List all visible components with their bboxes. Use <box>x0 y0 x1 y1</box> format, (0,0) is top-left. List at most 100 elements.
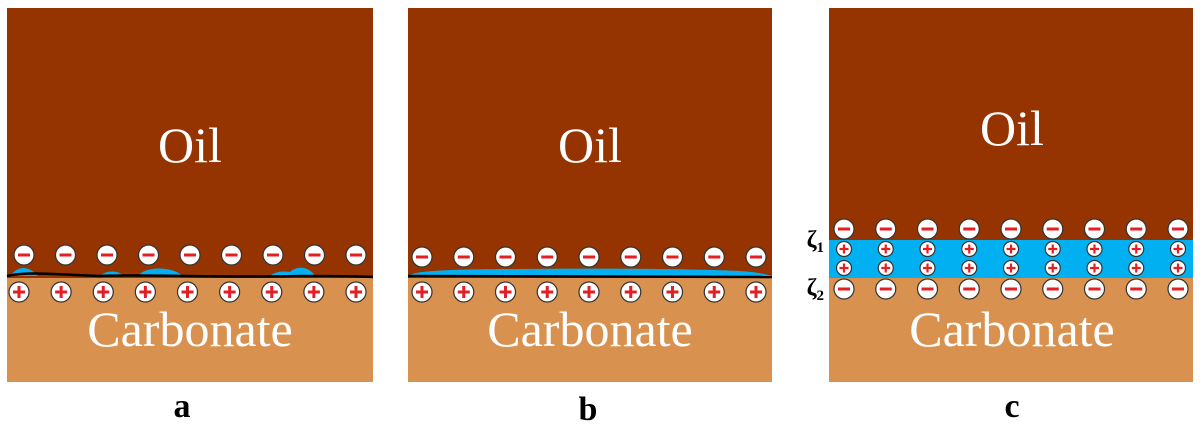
phase-label-carbonate-b: Carbonate <box>487 301 692 357</box>
oil-charges-a-symbol <box>303 244 326 266</box>
oil-charges-a-symbol <box>262 244 284 266</box>
film-charges-lower-c-symbol <box>877 259 894 277</box>
film-charges-lower-c-symbol <box>1002 259 1020 277</box>
carbonate-charges-b-symbol <box>578 281 600 303</box>
oil-charges-a-symbol <box>220 244 243 266</box>
film-charges-lower-c <box>835 259 1187 277</box>
oil-charges-c-symbol <box>916 218 939 240</box>
carbonate-charges-a-symbol <box>176 281 199 303</box>
oil-charges-a-symbol <box>179 244 201 266</box>
panel-b: Oil Carbonate b <box>407 8 773 427</box>
film-charges-upper-c-symbol <box>961 240 978 258</box>
carbonate-charges-b-symbol <box>453 281 475 303</box>
water-droplets-a <box>10 267 315 276</box>
oil-charges-b-symbol <box>411 246 433 268</box>
film-charges-upper-c-symbol <box>919 240 936 258</box>
panel-label-c: c <box>1004 388 1019 425</box>
carbonate-charges-c-symbol <box>958 278 980 300</box>
oil-charges-a-symbol <box>137 244 160 266</box>
carbonate-charges-a-symbol <box>8 281 30 303</box>
film-charges-lower-c-symbol <box>1086 259 1103 277</box>
oil-charges-b-symbol <box>703 246 725 268</box>
carbonate-charges-c-symbol <box>1042 278 1064 300</box>
oil-charges-a-symbol <box>96 244 118 266</box>
oil-charges-c-symbol <box>1000 218 1022 240</box>
oil-charges-b-symbol <box>745 246 767 268</box>
carbonate-charges-c-symbol <box>875 278 897 300</box>
carbonate-charges-b <box>411 281 767 303</box>
oil-charges-c-symbol <box>833 218 855 240</box>
oil-charges-b-symbol <box>494 246 517 268</box>
film-charges-lower-c-symbol <box>1044 259 1061 277</box>
carbonate-charges-a <box>8 281 367 303</box>
carbonate-charges-a-symbol <box>219 281 241 303</box>
oil-charges-c <box>833 218 1189 240</box>
carbonate-charges-a-symbol <box>303 281 325 303</box>
carbonate-charges-c-symbol <box>916 278 939 300</box>
phase-label-oil-c: Oil <box>980 100 1044 156</box>
oil-charges-c-symbol <box>1167 218 1189 240</box>
oil-region-b <box>408 8 772 278</box>
film-charges-upper-c-symbol <box>877 240 894 258</box>
carbonate-charges-c-symbol <box>1083 278 1106 300</box>
oil-charges-c-symbol <box>1042 218 1064 240</box>
zeta-label-1: ζ1 <box>807 227 824 256</box>
phase-label-oil-a: Oil <box>158 117 222 173</box>
carbonate-charges-c-symbol <box>1000 278 1022 300</box>
carbonate-charges-a-symbol <box>50 281 72 303</box>
film-charges-lower-c-symbol <box>835 259 853 277</box>
oil-charges-b <box>411 246 767 268</box>
film-charges-upper-c-symbol <box>1044 240 1061 258</box>
panel-label-b: b <box>579 391 598 427</box>
oil-charges-b-symbol <box>620 246 642 268</box>
carbonate-charges-b-symbol <box>661 281 684 303</box>
carbonate-charges-c-symbol <box>1125 278 1147 300</box>
phase-label-oil-b: Oil <box>558 117 622 173</box>
carbonate-charges-b-symbol <box>703 281 725 303</box>
oil-charges-c-symbol <box>958 218 980 240</box>
oil-charges-b-symbol <box>578 246 600 268</box>
carbonate-charges-b-symbol <box>411 281 433 303</box>
carbonate-charges-b-symbol <box>745 281 767 303</box>
panel-a: Oil Carbonate a <box>6 8 374 425</box>
oil-charges-c-symbol <box>1083 218 1106 240</box>
carbonate-charges-a-symbol <box>345 281 367 303</box>
oil-charges-b-symbol <box>453 246 475 268</box>
zeta-label-2: ζ2 <box>807 275 824 304</box>
carbonate-charges-c-symbol <box>833 278 855 300</box>
phase-label-carbonate-a: Carbonate <box>87 301 292 357</box>
interface-line-a <box>6 272 374 279</box>
oil-region-c <box>829 8 1193 240</box>
film-charges-upper-c-symbol <box>1086 240 1103 258</box>
film-charges-upper-c <box>835 240 1187 258</box>
film-charges-upper-c-symbol <box>1169 240 1187 258</box>
film-charges-upper-c-symbol <box>835 240 853 258</box>
oil-charges-b-symbol <box>661 246 684 268</box>
film-charges-lower-c-symbol <box>1128 259 1145 277</box>
oil-charges-c-symbol <box>1125 218 1147 240</box>
oil-charges-a <box>13 244 367 266</box>
oil-charges-a-symbol <box>13 244 35 266</box>
carbonate-charges-a-symbol <box>134 281 156 303</box>
film-charges-lower-c-symbol <box>1169 259 1187 277</box>
oil-charges-a-symbol <box>345 244 367 266</box>
film-charges-upper-c-symbol <box>1128 240 1145 258</box>
carbonate-charges-c-symbol <box>1167 278 1189 300</box>
film-charges-lower-c-symbol <box>919 259 936 277</box>
oil-charges-c-symbol <box>875 218 897 240</box>
phase-label-carbonate-c: Carbonate <box>909 301 1114 357</box>
carbonate-charges-c <box>833 278 1189 300</box>
carbonate-charges-b-symbol <box>536 281 558 303</box>
carbonate-charges-b-symbol <box>620 281 642 303</box>
carbonate-charges-a-symbol <box>261 281 283 303</box>
interface-line-b <box>407 274 773 279</box>
film-charges-lower-c-symbol <box>961 259 978 277</box>
oil-charges-a-symbol <box>54 244 77 266</box>
film-charges-upper-c-symbol <box>1002 240 1020 258</box>
panel-c: Oil Carbonate ζ1 ζ2 c <box>807 8 1193 425</box>
carbonate-charges-a-symbol <box>92 281 114 303</box>
carbonate-charges-b-symbol <box>494 281 517 303</box>
oil-charges-b-symbol <box>536 246 558 268</box>
water-film-b <box>408 268 772 276</box>
